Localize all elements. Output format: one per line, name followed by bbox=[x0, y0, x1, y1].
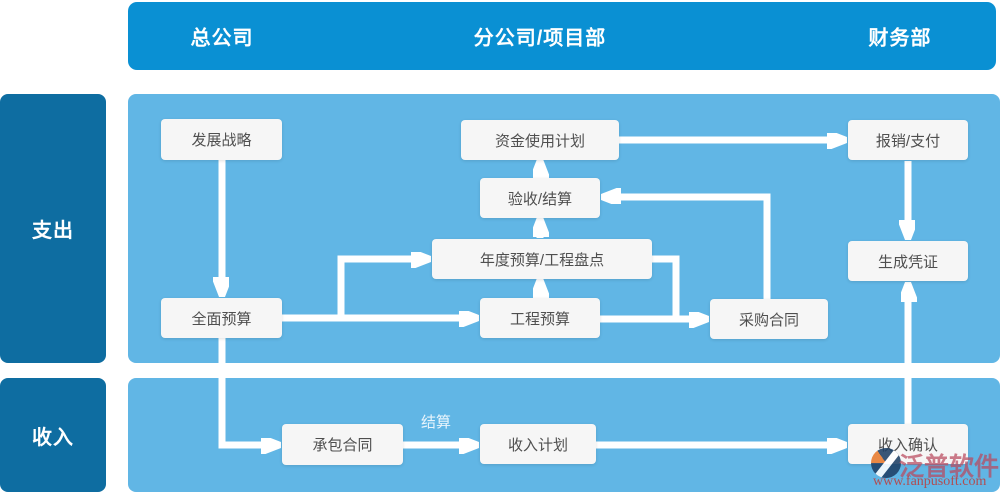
edge-annual-to-purchase-connector bbox=[652, 255, 680, 322]
edge-overall-to-annual bbox=[337, 259, 428, 321]
header-bar: 总公司 分公司/项目部 财务部 bbox=[128, 2, 996, 70]
fanpu-logo-icon bbox=[871, 448, 901, 478]
header-col-branch-project: 分公司/项目部 bbox=[473, 27, 607, 50]
row-label-expense: 支出 bbox=[0, 94, 106, 363]
watermark-brand-text: 泛普软件 bbox=[899, 453, 1000, 481]
node-development-strategy: 发展战略 bbox=[161, 119, 282, 160]
node-fund-usage-plan: 资金使用计划 bbox=[461, 120, 619, 160]
row-label-income: 收入 bbox=[0, 378, 106, 492]
edge-label-settlement: 结算 bbox=[420, 414, 451, 431]
node-income-plan: 收入计划 bbox=[480, 424, 596, 464]
header-col-headquarters: 总公司 bbox=[190, 27, 254, 50]
watermark-url-text: www.fanpusoft.com bbox=[873, 474, 987, 489]
node-generate-voucher: 生成凭证 bbox=[848, 241, 968, 281]
node-project-budget: 工程预算 bbox=[480, 298, 600, 338]
node-acceptance-settlement: 验收/结算 bbox=[480, 178, 600, 218]
node-income-confirmation: 收入确认 bbox=[848, 424, 968, 464]
node-contracting-contract: 承包合同 bbox=[282, 424, 403, 465]
node-overall-budget: 全面预算 bbox=[161, 298, 282, 338]
node-annual-budget-inventory: 年度预算/工程盘点 bbox=[432, 239, 652, 279]
header-col-finance: 财务部 bbox=[868, 27, 932, 50]
edge-purchase-to-accept bbox=[604, 197, 771, 299]
node-reimbursement-payment: 报销/支付 bbox=[848, 120, 968, 160]
node-purchase-contract: 采购合同 bbox=[710, 299, 828, 339]
edge-overall-to-contract bbox=[218, 338, 278, 445]
